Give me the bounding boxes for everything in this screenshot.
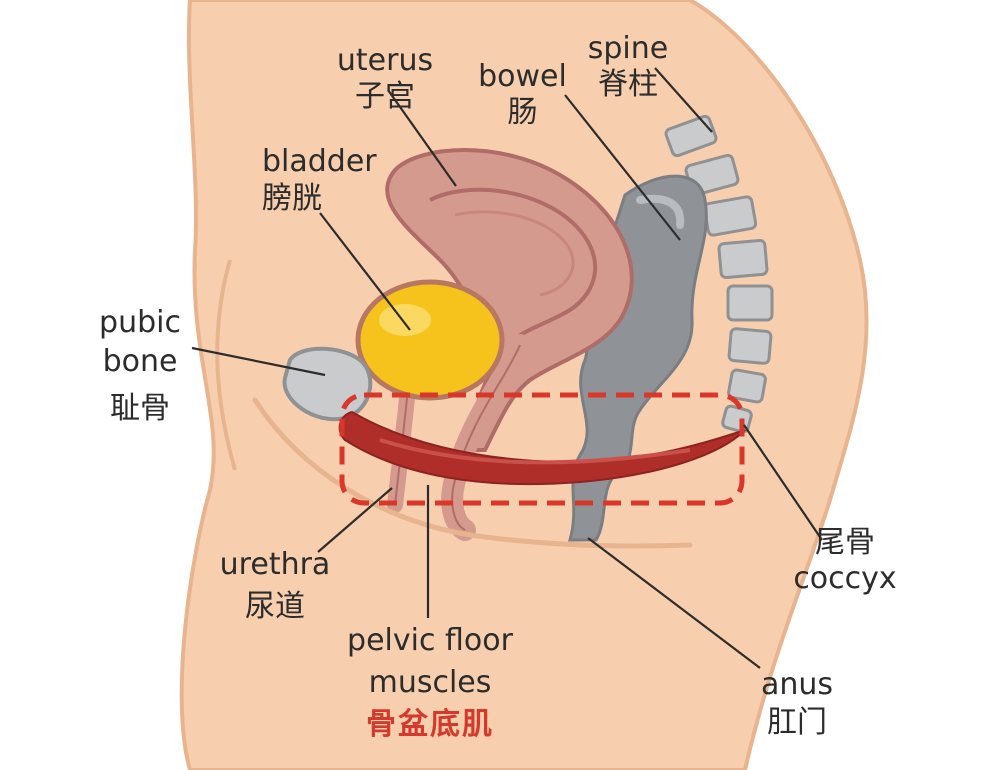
bowel-label-en: bowel <box>478 59 567 94</box>
bladder-leader <box>319 212 411 331</box>
bladder-highlight <box>379 304 431 336</box>
pubic-bone-label-en-1: pubic <box>99 305 181 340</box>
pelvic-floor-muscle <box>338 410 746 486</box>
spine-label-en: spine <box>587 31 669 66</box>
coccyx-label-zh: 尾骨 <box>815 525 875 560</box>
uterus-label-zh: 子宫 <box>355 79 415 114</box>
spine-vertebrae <box>664 114 774 434</box>
bladder-label-en: bladder <box>262 144 377 179</box>
pelvic-floor-highlight-box <box>339 392 745 506</box>
pubic-bone-label-en-2: bone <box>102 344 178 379</box>
urethra-leader <box>317 487 393 553</box>
leader-lines <box>191 67 823 669</box>
anus-label-en: anus <box>760 667 834 702</box>
pubic-bone-leader <box>191 346 326 377</box>
bowel-label-zh: 肠 <box>507 95 538 130</box>
pelvic-floor-label-en-2: muscles <box>368 665 492 700</box>
coccyx-label-en: coccyx <box>793 561 897 596</box>
uterus-inner-cavity <box>429 187 598 347</box>
uterus-label-en: uterus <box>336 43 434 78</box>
urethra-label-en: urethra <box>219 547 331 582</box>
bowel-leader <box>564 94 681 241</box>
pelvic-floor-label-zh: 骨盆底肌 <box>366 707 494 742</box>
pubic-bone-label-zh: 耻骨 <box>110 391 170 426</box>
bladder-shape <box>355 279 505 401</box>
uterus-leader <box>387 89 457 187</box>
skin-fold-line <box>215 259 237 471</box>
muscle-highlight <box>379 438 691 465</box>
coccyx-leader <box>743 424 823 541</box>
perineum-line <box>252 397 693 549</box>
anus-label-zh: 肛门 <box>767 705 827 740</box>
spine-leader <box>654 67 713 133</box>
urethra-label-zh: 尿道 <box>245 589 305 624</box>
uterus-inner-fold <box>454 210 575 297</box>
pelvic-floor-label-en-1: pelvic floor <box>347 623 513 658</box>
spine-label-zh: 脊柱 <box>598 67 658 102</box>
bladder-label-zh: 膀胱 <box>262 181 322 216</box>
anus-leader <box>587 537 761 669</box>
